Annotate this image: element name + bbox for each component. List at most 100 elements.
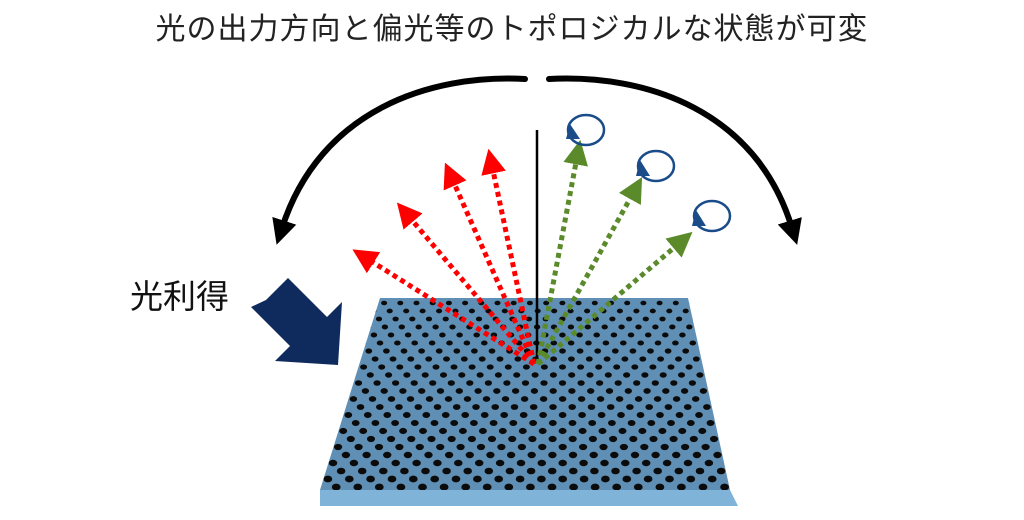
air-hole [452, 404, 461, 410]
air-hole [568, 372, 576, 378]
air-hole [432, 364, 440, 370]
air-hole [595, 380, 604, 386]
air-hole [500, 412, 509, 418]
air-hole [302, 476, 311, 483]
air-hole [662, 332, 669, 338]
air-hole [653, 467, 662, 475]
air-hole [527, 451, 536, 459]
air-hole [525, 316, 533, 322]
air-hole [551, 308, 558, 314]
air-hole [706, 419, 715, 427]
air-hole [490, 332, 498, 338]
air-hole [516, 459, 526, 467]
air-hole [348, 372, 356, 378]
air-hole [361, 388, 370, 394]
air-hole [660, 443, 669, 451]
air-hole [494, 475, 504, 483]
air-hole [713, 451, 722, 459]
air-hole [483, 324, 490, 330]
air-hole [662, 459, 672, 467]
air-hole [633, 483, 643, 490]
air-hole [649, 435, 658, 443]
air-hole [421, 372, 429, 378]
air-hole [360, 364, 368, 370]
air-hole [726, 419, 730, 427]
air-hole [323, 475, 333, 483]
air-hole [568, 451, 578, 459]
air-hole [652, 324, 659, 330]
air-hole [587, 404, 596, 410]
air-hole [696, 332, 703, 338]
air-hole [473, 332, 480, 338]
air-hole [520, 396, 529, 402]
air-hole [579, 443, 588, 451]
air-hole [590, 467, 599, 475]
air-hole [474, 388, 482, 394]
air-hole [430, 419, 439, 427]
air-hole [683, 459, 693, 467]
air-hole [569, 483, 578, 490]
air-hole [353, 483, 363, 490]
air-hole [707, 380, 715, 386]
diagram-title: 光の出力方向と偏光等のトポロジカルな状態が可変 [155, 12, 869, 47]
air-hole [567, 340, 575, 346]
air-hole [357, 467, 367, 475]
circular-polarization-icon [692, 199, 732, 233]
air-hole [387, 332, 395, 338]
air-hole [482, 483, 492, 490]
air-hole [538, 443, 547, 451]
air-hole [738, 468, 747, 475]
air-hole [349, 396, 358, 402]
air-hole [439, 427, 447, 435]
air-hole [610, 332, 618, 338]
air-hole [675, 316, 683, 322]
air-hole [391, 419, 400, 427]
air-hole [672, 340, 679, 346]
air-hole [468, 364, 476, 370]
air-hole [567, 356, 575, 362]
air-hole [558, 459, 567, 467]
air-hole [482, 396, 491, 402]
air-hole [664, 404, 673, 410]
air-hole [396, 483, 406, 490]
air-hole [598, 427, 607, 435]
air-hole [718, 427, 727, 435]
air-hole [601, 475, 610, 483]
air-hole [686, 475, 696, 483]
air-hole [683, 404, 692, 410]
red-arrow [481, 148, 537, 365]
air-hole [558, 475, 568, 483]
air-hole [633, 380, 641, 386]
air-hole [658, 427, 667, 435]
air-hole [609, 435, 618, 443]
air-hole [679, 332, 686, 338]
air-hole [334, 443, 343, 451]
air-hole [428, 340, 436, 346]
air-hole [407, 435, 416, 443]
air-hole [351, 419, 360, 427]
air-hole [530, 388, 539, 394]
green-emission-arrows [535, 139, 693, 366]
air-hole [692, 451, 702, 459]
air-hole [349, 459, 359, 467]
pump-arrow [251, 278, 342, 365]
air-hole [515, 475, 525, 483]
air-hole [529, 419, 538, 427]
air-hole [618, 324, 625, 330]
slab-top-face [320, 298, 730, 490]
air-hole [400, 467, 409, 475]
air-hole [326, 435, 335, 443]
air-hole [336, 380, 344, 386]
air-hole [751, 476, 760, 483]
air-hole [678, 427, 687, 435]
air-hole [487, 435, 497, 443]
air-hole [467, 435, 476, 443]
air-hole [655, 483, 665, 490]
air-hole [439, 372, 448, 378]
air-hole [624, 388, 632, 394]
air-hole [375, 316, 383, 322]
air-hole [576, 332, 583, 338]
air-hole [310, 484, 319, 491]
air-hole [378, 364, 386, 370]
air-hole [722, 404, 730, 410]
